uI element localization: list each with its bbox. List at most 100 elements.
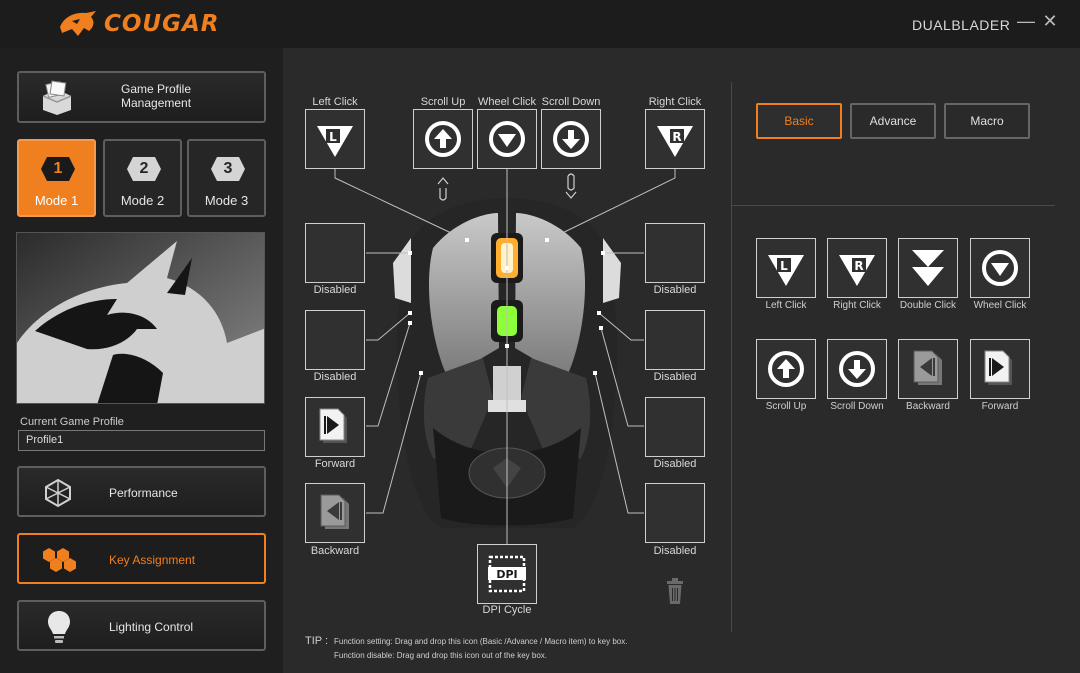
left-click-icon: L — [317, 126, 353, 157]
mode-label: Mode 3 — [204, 193, 249, 208]
scroll-up-hint-icon — [437, 177, 449, 201]
side-key-left-2-box[interactable] — [305, 310, 365, 370]
performance-label: Performance — [109, 486, 178, 500]
scroll-up-icon — [425, 121, 461, 157]
side-key-left-3-box[interactable] — [305, 397, 365, 457]
cougar-head-icon — [60, 11, 96, 36]
function-left-click[interactable]: L — [756, 238, 816, 298]
tab-macro[interactable]: Macro — [944, 103, 1030, 139]
mode-hex-icon — [127, 157, 161, 181]
mouse-illustration — [334, 168, 683, 604]
mode-number: 2 — [139, 160, 149, 177]
close-button[interactable]: ✕ — [1042, 11, 1058, 31]
function-backward[interactable] — [898, 339, 958, 399]
function-scroll-up[interactable] — [756, 339, 816, 399]
forward-icon — [984, 350, 1012, 385]
tab-basic[interactable]: Basic — [756, 103, 842, 139]
scroll-down-hint-icon — [565, 173, 577, 199]
mode-number: 3 — [223, 160, 233, 177]
side-key-right-4-box[interactable] — [645, 483, 705, 543]
side-key-left-3-label: Forward — [314, 458, 356, 470]
mode-3-button[interactable]: 3 Mode 3 — [187, 139, 266, 217]
mode-1-button[interactable]: 1 Mode 1 — [17, 139, 96, 217]
right-click-icon: R — [839, 255, 875, 286]
minimize-button[interactable]: — — [1017, 11, 1035, 31]
double-click-icon — [912, 250, 944, 286]
scroll-down-key-label: Scroll Down — [541, 96, 601, 108]
side-key-right-3-label: Disabled — [653, 458, 697, 470]
scroll-up-key-box[interactable] — [413, 109, 473, 169]
right-click-icon: R — [657, 126, 693, 157]
performance-hex-icon — [45, 478, 71, 508]
mode-label: Mode 1 — [34, 193, 79, 208]
dpi-cycle-key-box[interactable]: DPI — [477, 544, 537, 604]
wheel-click-key-label: Wheel Click — [477, 96, 537, 108]
function-scroll-down[interactable] — [827, 339, 887, 399]
game-profile-management-button[interactable]: Game Profile Management — [17, 71, 266, 123]
right-click-key-box[interactable]: R — [645, 109, 705, 169]
function-wheel-click[interactable] — [970, 238, 1030, 298]
current-game-profile-label: Current Game Profile — [20, 416, 124, 428]
title-bar: COUGAR DUALBLADER — ✕ — [0, 0, 1080, 48]
svg-text:R: R — [672, 130, 681, 144]
side-key-right-2-box[interactable] — [645, 310, 705, 370]
key-assignment-panel: Left Click Scroll Up Wheel Click Scroll … — [283, 48, 731, 673]
key-assignment-button[interactable]: Key Assignment — [17, 533, 266, 584]
side-key-left-2-label: Disabled — [313, 371, 357, 383]
scroll-down-key-box[interactable] — [541, 109, 601, 169]
mode-label: Mode 2 — [120, 193, 165, 208]
svg-text:L: L — [329, 130, 337, 144]
dpi-icon: DPI — [488, 555, 526, 593]
performance-button[interactable]: Performance — [17, 466, 266, 517]
lighting-control-button[interactable]: Lighting Control — [17, 600, 266, 651]
left-click-key-label: Left Click — [312, 96, 358, 108]
key-assignment-icon — [43, 548, 76, 572]
scroll-up-key-label: Scroll Up — [420, 96, 466, 108]
tabs-divider — [732, 205, 1055, 206]
sidebar: Game Profile Management 1 Mode 1 2 Mode … — [0, 48, 283, 673]
side-key-right-2-label: Disabled — [653, 371, 697, 383]
function-scroll-up-label: Scroll Up — [765, 401, 807, 412]
profile-banner-image — [16, 232, 265, 404]
function-scroll-down-label: Scroll Down — [830, 401, 884, 412]
side-key-left-4-label: Backward — [310, 545, 360, 557]
tip-label: TIP : — [305, 635, 329, 647]
backward-icon — [913, 350, 942, 385]
svg-text:DPI: DPI — [496, 568, 517, 581]
function-right-click[interactable]: R — [827, 238, 887, 298]
current-game-profile-field[interactable]: Profile1 — [18, 430, 265, 451]
function-backward-label: Backward — [906, 401, 950, 412]
tip-line-2: Function disable: Drag and drop this ico… — [334, 651, 548, 660]
side-key-right-1-box[interactable] — [645, 223, 705, 283]
mode-2-button[interactable]: 2 Mode 2 — [103, 139, 182, 217]
forward-icon — [319, 408, 347, 443]
function-double-click-label: Double Click — [899, 300, 957, 311]
side-key-left-1-label: Disabled — [313, 284, 357, 296]
cougar-logo: COUGAR — [58, 7, 220, 41]
dpi-cycle-key-label: DPI Cycle — [482, 604, 532, 616]
lighting-control-label: Lighting Control — [109, 620, 194, 634]
tip-line-1: Function setting: Drag and drop this ico… — [334, 637, 628, 646]
side-key-right-3-box[interactable] — [645, 397, 705, 457]
side-key-left-1-box[interactable] — [305, 223, 365, 283]
wheel-click-icon — [982, 250, 1018, 286]
side-key-right-1-label: Disabled — [653, 284, 697, 296]
mode-hex-icon — [41, 157, 75, 181]
function-double-click[interactable] — [898, 238, 958, 298]
side-key-left-4-box[interactable] — [305, 483, 365, 543]
tab-advance[interactable]: Advance — [850, 103, 936, 139]
trash-icon — [667, 578, 683, 604]
function-right-click-label: Right Click — [833, 300, 881, 311]
svg-text:R: R — [854, 259, 863, 273]
panel-divider — [731, 82, 732, 632]
function-forward[interactable] — [970, 339, 1030, 399]
key-assignment-label: Key Assignment — [109, 553, 196, 567]
function-left-click-label: Left Click — [765, 300, 807, 311]
cougar-head-image — [17, 233, 264, 403]
brand-name: COUGAR — [104, 11, 220, 37]
left-click-key-box[interactable]: L — [305, 109, 365, 169]
wheel-click-key-box[interactable] — [477, 109, 537, 169]
side-key-right-4-label: Disabled — [653, 545, 697, 557]
product-name: DUALBLADER — [912, 17, 1011, 33]
right-click-key-label: Right Click — [648, 96, 702, 108]
